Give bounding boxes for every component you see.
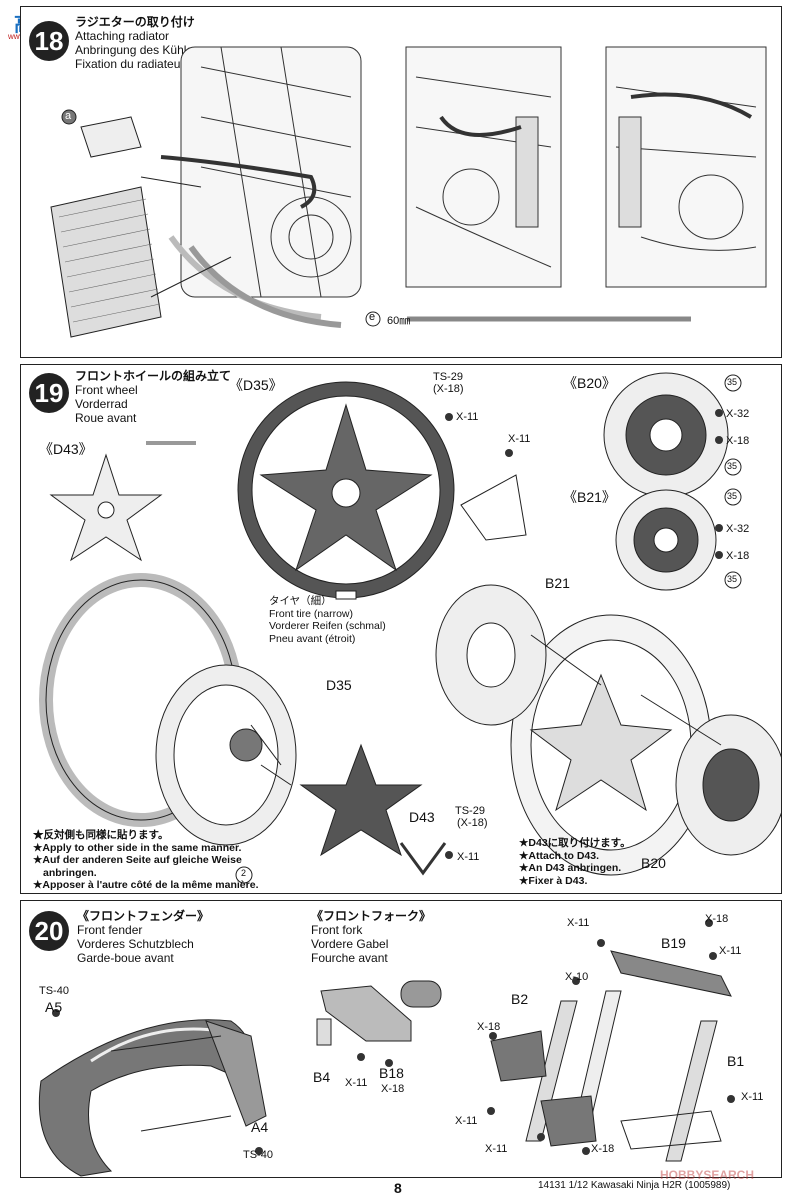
radiator-diagram: [50, 46, 767, 338]
title-fr: Fixation du radiateur: [75, 57, 185, 71]
step-number: 18: [29, 21, 69, 61]
b18-label: B18: [379, 1065, 404, 1081]
front-fender-fork-diagram: [38, 919, 735, 1177]
x18-label-b: X-18: [705, 913, 729, 925]
ts40-label-2: TS-40: [243, 1149, 273, 1161]
step-number: 19: [29, 373, 69, 413]
x11-label-e: X-11: [741, 1091, 764, 1103]
d35-label: D35: [326, 677, 352, 693]
measure-label: 60㎜: [387, 315, 411, 327]
title-de: Vorderes Schutzblech: [77, 937, 194, 951]
x18-label-c: X-18: [477, 1021, 501, 1033]
title-en: Front wheel: [75, 383, 138, 397]
x11-label-1: X-11: [456, 411, 479, 423]
ts29-label-2: TS-29: [455, 805, 485, 817]
x11-label-c: X-11: [719, 945, 742, 957]
note-left: ★反対側も同様に貼ります。 ★Apply to other side in th…: [33, 829, 259, 892]
decal-35-3: 35: [727, 491, 738, 501]
product-code: 14131 1/12 Kawasaki Ninja H2R (1005989): [538, 1180, 731, 1191]
tire-en: Front tire (narrow): [269, 607, 354, 620]
decal-35-2: 35: [727, 461, 738, 471]
b21-bracket-label: 《B21》: [563, 489, 616, 505]
step-title: フロントホイールの組み立て Front wheel Vorderrad Roue…: [75, 369, 231, 425]
title-en: Front fender: [77, 923, 143, 937]
d43-bracket-label: 《D43》: [39, 441, 93, 457]
step-19-panel: 19 フロントホイールの組み立て Front wheel Vorderrad R…: [20, 364, 782, 894]
b1-label: B1: [727, 1053, 745, 1069]
part-a-label: a: [65, 110, 72, 122]
front-wheel-diagram: [39, 372, 781, 884]
note-line: ★Attach to D43.: [519, 849, 600, 862]
d43-label: D43: [409, 809, 435, 825]
note-line: ★Apposer à l'autre côté de la même maniè…: [33, 879, 259, 891]
decal-35-4: 35: [727, 574, 738, 584]
note-line: ★An D43 anbringen.: [519, 862, 622, 874]
x11-label-a: X-11: [345, 1077, 368, 1089]
b4-label: B4: [313, 1069, 331, 1085]
note-right: ★D43に取り付けます。 ★Attach to D43. ★An D43 anb…: [519, 837, 631, 887]
decal-2: 2: [241, 868, 247, 878]
tire-de: Vorderer Reifen (schmal): [269, 620, 386, 632]
d35-bracket-label: 《D35》: [229, 377, 283, 393]
x18-label-d: X-18: [591, 1143, 615, 1155]
b2-label: B2: [511, 991, 529, 1007]
note-line: ★反対側も同様に貼ります。: [33, 829, 169, 841]
fork-title: 《フロントフォーク》 Front fork Vordere Gabel Four…: [311, 909, 431, 965]
b20-bracket-label: 《B20》: [563, 375, 616, 391]
note-line: ★Auf der anderen Seite auf gleiche Weise: [33, 854, 242, 866]
title-jp: ラジエターの取り付け: [75, 15, 195, 29]
title-fr: Roue avant: [75, 411, 137, 425]
title-en: Attaching radiator: [75, 29, 170, 43]
ts29-x18-label: (X-18): [433, 383, 464, 395]
x11-label-d: X-11: [455, 1115, 478, 1127]
x11-label-b: X-11: [567, 917, 590, 929]
step-number: 20: [29, 911, 69, 951]
note-line: ★Apply to other side in the same manner.: [33, 841, 242, 854]
title-jp: 《フロントフェンダー》: [77, 909, 210, 923]
x11-label-3: X-11: [457, 851, 480, 863]
tire-fr: Pneu avant (étroit): [269, 632, 356, 645]
x18-label-2: X-18: [726, 550, 750, 562]
step-20-panel: 20 《フロントフェンダー》 Front fender Vorderes Sch…: [20, 900, 782, 1178]
a4-label: A4: [251, 1119, 269, 1135]
page-number: 8: [394, 1180, 402, 1196]
title-fr: Garde-boue avant: [77, 951, 174, 965]
x32-label-1: X-32: [726, 408, 750, 420]
x10-label: X-10: [565, 971, 589, 983]
b20-label: B20: [641, 855, 666, 871]
fork-jp: 《フロントフォーク》: [311, 909, 432, 923]
a5-label: A5: [45, 999, 63, 1015]
x11-label-f: X-11: [485, 1143, 508, 1155]
title-jp: フロントホイールの組み立て: [75, 369, 232, 383]
part-e-label: e: [369, 311, 376, 323]
tire-label: タイヤ（細） Front tire (narrow) Vorderer Reif…: [269, 595, 386, 645]
x18-label-a: X-18: [381, 1083, 405, 1095]
b19-label: B19: [661, 935, 686, 951]
step-title: 《フロントフェンダー》 Front fender Vorderes Schutz…: [77, 909, 209, 965]
title-de: Anbringung des Kühlers: [75, 43, 204, 57]
step-title: ラジエターの取り付け Attaching radiator Anbringung…: [75, 15, 203, 71]
step-18-panel: 18 ラジエターの取り付け Attaching radiator Anbring…: [20, 6, 782, 358]
x11-label-2: X-11: [508, 433, 531, 445]
b21-label: B21: [545, 575, 570, 591]
ts29-x18-label-2: (X-18): [457, 817, 488, 829]
note-line: ★D43に取り付けます。: [519, 837, 631, 849]
x32-label-2: X-32: [726, 523, 750, 535]
ts29-label: TS-29: [433, 371, 463, 383]
fork-en: Front fork: [311, 923, 363, 937]
watermark: HOBBYSEARCH: [660, 1168, 755, 1182]
ts40-label-1: TS-40: [39, 985, 69, 997]
title-de: Vorderrad: [75, 397, 128, 411]
fork-de: Vordere Gabel: [311, 937, 389, 951]
x18-label-1: X-18: [726, 435, 750, 447]
note-line: anbringen.: [43, 866, 97, 879]
decal-35-1: 35: [727, 377, 738, 387]
note-line: ★Fixer à D43.: [519, 874, 588, 887]
tire-jp: タイヤ（細）: [269, 595, 332, 607]
fork-fr: Fourche avant: [311, 951, 388, 965]
